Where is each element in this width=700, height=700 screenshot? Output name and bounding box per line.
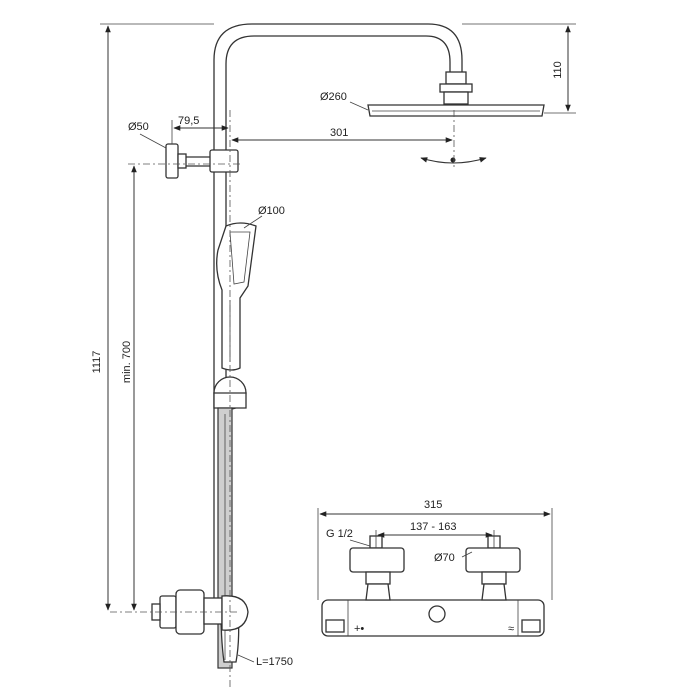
flow-mark-icon: ≈ bbox=[508, 623, 514, 635]
mixer-width-label: 315 bbox=[424, 499, 442, 511]
mixer-outlet bbox=[428, 605, 446, 623]
wall-bracket-top bbox=[165, 143, 239, 179]
dimension-hose-length: L=1750 bbox=[237, 654, 293, 668]
bracket-diameter-label: Ø50 bbox=[128, 121, 149, 133]
connection-thread-label: G 1/2 bbox=[326, 528, 353, 540]
dimension-head-diameter: Ø260 bbox=[320, 91, 369, 111]
hand-shower-diameter-label: Ø100 bbox=[258, 205, 285, 217]
dimension-min-height: min. 700 bbox=[121, 165, 137, 611]
dimension-flange: Ø70 bbox=[434, 551, 473, 564]
dimension-bracket: 79,5 Ø50 bbox=[128, 115, 229, 149]
head-drop-label: 110 bbox=[552, 61, 564, 79]
dimension-hand-shower: Ø100 bbox=[243, 205, 285, 229]
overhead-shower-head bbox=[367, 104, 545, 117]
hose-length-label: L=1750 bbox=[256, 656, 293, 668]
flange-diameter-label: Ø70 bbox=[434, 552, 455, 564]
dimension-head-drop: 110 bbox=[462, 23, 576, 114]
head-diameter-label: Ø260 bbox=[320, 91, 347, 103]
right-inlet bbox=[465, 535, 521, 601]
dimension-centres: 137 - 163 bbox=[375, 521, 495, 548]
head-ball-joint bbox=[443, 91, 469, 105]
dimension-mixer-width: 315 bbox=[317, 499, 553, 600]
left-inlet bbox=[349, 535, 405, 601]
dimension-arm-length: 301 bbox=[231, 127, 453, 143]
riser-clamp bbox=[209, 149, 239, 173]
total-height-label: 1117 bbox=[91, 351, 103, 374]
rotation-arrows-icon bbox=[420, 157, 487, 164]
min-height-label: min. 700 bbox=[121, 341, 133, 383]
bracket-offset-label: 79,5 bbox=[178, 115, 199, 127]
shower-riser bbox=[213, 23, 473, 612]
left-handle-grip bbox=[325, 619, 345, 633]
head-swivel-nut bbox=[445, 71, 467, 85]
temperature-mark-icon: +• bbox=[354, 623, 364, 635]
centres-label: 137 - 163 bbox=[410, 521, 456, 533]
arm-length-label: 301 bbox=[330, 127, 348, 139]
head-connector bbox=[439, 83, 473, 93]
thermostatic-mixer: +• ≈ bbox=[321, 535, 545, 637]
dimension-thread: G 1/2 bbox=[326, 528, 371, 547]
left-flange bbox=[349, 547, 405, 573]
dimension-total-height: 1117 bbox=[91, 23, 214, 611]
right-flange bbox=[465, 547, 521, 573]
right-handle-grip bbox=[521, 619, 541, 633]
